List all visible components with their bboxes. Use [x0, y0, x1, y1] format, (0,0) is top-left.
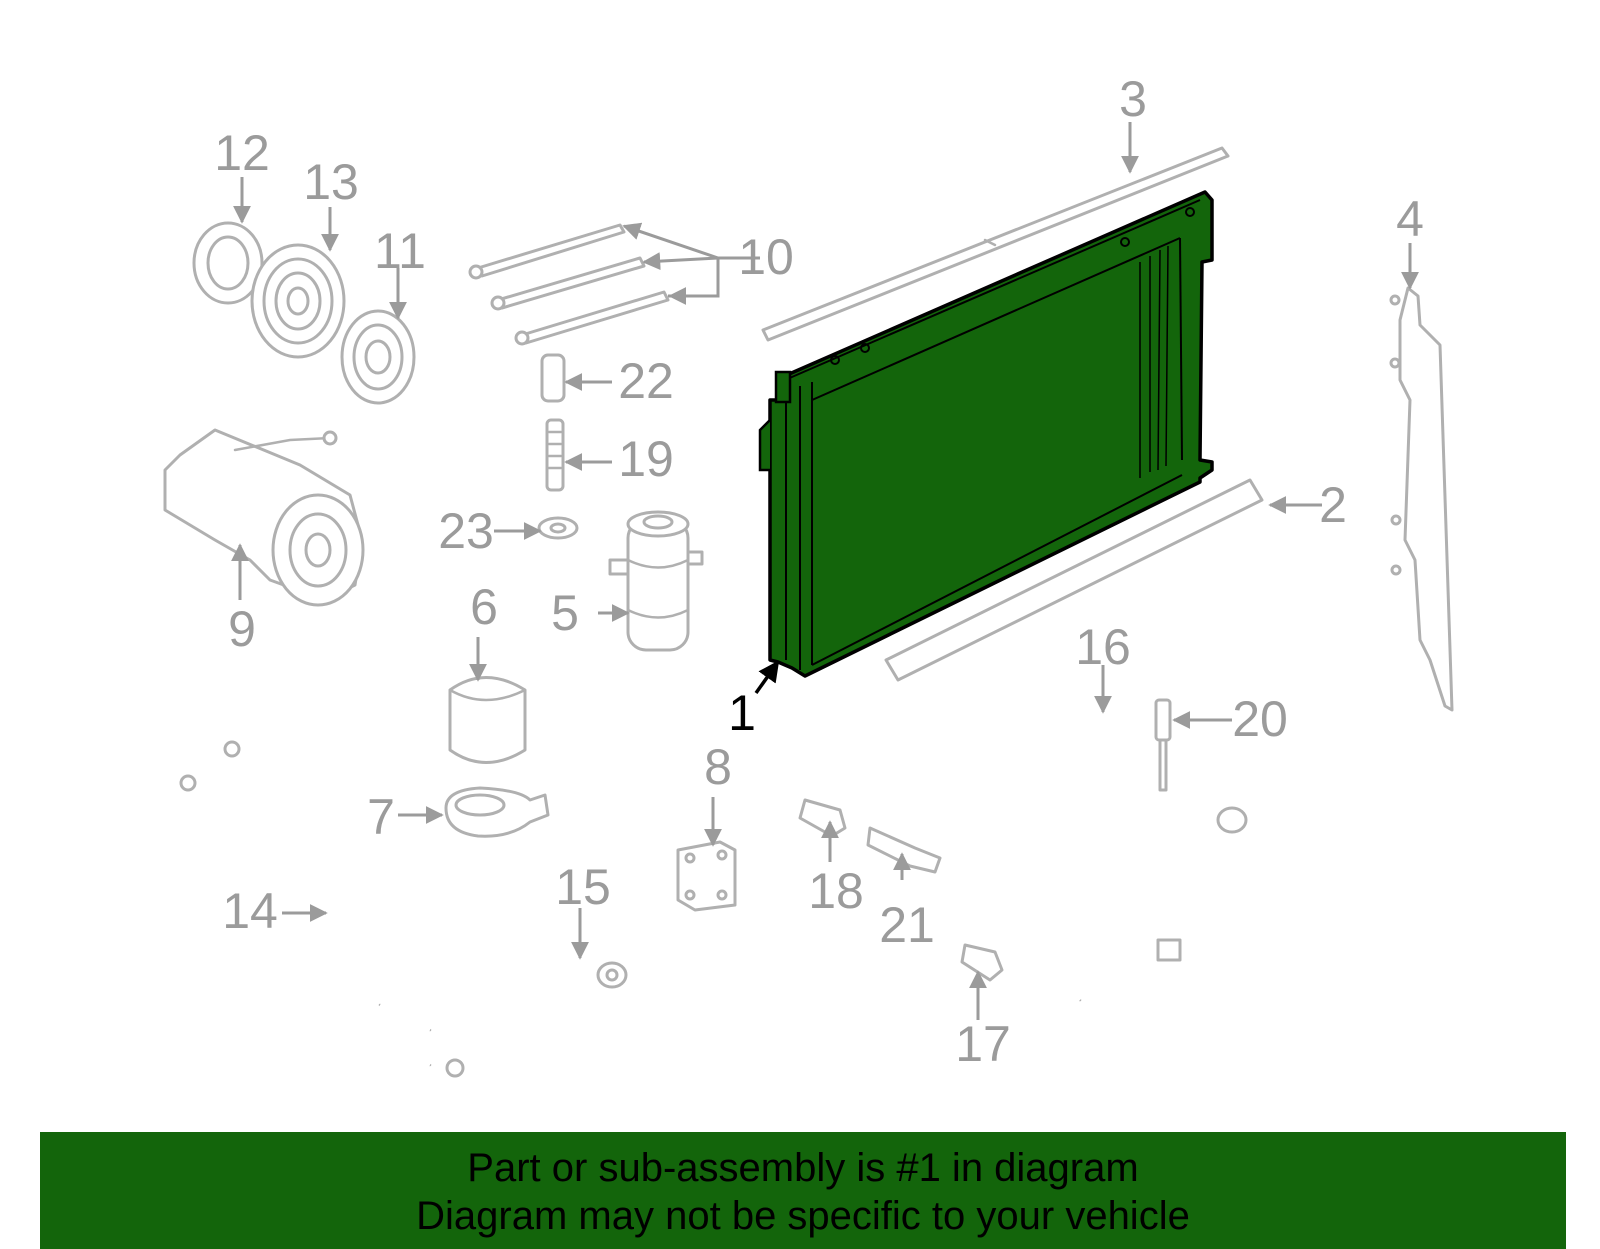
part-12-coil — [192, 221, 264, 305]
footer-line-part-note: Part or sub-assembly is #1 in diagram — [467, 1146, 1139, 1190]
part-21-sensor — [866, 826, 942, 874]
callout-1: 1 — [728, 685, 756, 741]
callout-15: 15 — [555, 859, 611, 915]
callout-10: 10 — [738, 229, 794, 285]
part-1-condenser — [758, 190, 1214, 678]
part-16-hose — [964, 708, 1248, 1003]
part-22-sleeve — [540, 353, 566, 403]
part-15-hose — [377, 955, 628, 1026]
part-17-fitting — [960, 943, 1004, 982]
callout-20: 20 — [1232, 691, 1288, 747]
callout-13: 13 — [303, 154, 359, 210]
footer-line-disclaimer: Diagram may not be specific to your vehi… — [416, 1194, 1190, 1238]
leader-lines — [231, 122, 1419, 1020]
part-6-insulator — [448, 676, 527, 764]
part-7-clamp — [444, 786, 550, 838]
part-5-receiver-drier — [608, 510, 704, 652]
part-4-side-bracket — [1389, 286, 1454, 712]
part-9-compressor — [163, 428, 365, 607]
part-10-bolts — [468, 223, 670, 346]
callout-9: 9 — [228, 601, 256, 657]
callout-22: 22 — [618, 353, 674, 409]
part-19-stud — [545, 418, 565, 492]
callout-19: 19 — [618, 431, 674, 487]
part-8-bracket — [676, 840, 737, 912]
part-3-upper-seal — [761, 146, 1230, 342]
part-23-washer — [537, 516, 579, 540]
callout-5: 5 — [551, 585, 579, 641]
part-13-pulley — [250, 243, 346, 359]
callout-18: 18 — [808, 863, 864, 919]
callout-14: 14 — [222, 883, 278, 939]
footer-banner: Part or sub-assembly is #1 in diagram Di… — [40, 1132, 1566, 1249]
part-20-valve — [1154, 698, 1172, 792]
callout-12: 12 — [214, 125, 270, 181]
part-18-switch — [798, 798, 847, 838]
callout-3: 3 — [1119, 71, 1147, 127]
callout-6: 6 — [470, 579, 498, 635]
callout-8: 8 — [704, 739, 732, 795]
callout-17: 17 — [955, 1016, 1011, 1072]
callout-7: 7 — [367, 789, 395, 845]
part-2-lower-seal — [884, 478, 1264, 682]
part-11-clutch-plate — [340, 309, 416, 405]
callout-16: 16 — [1075, 619, 1131, 675]
callout-23: 23 — [438, 503, 494, 559]
callout-21: 21 — [879, 897, 935, 953]
callout-11: 11 — [374, 223, 426, 279]
callout-4: 4 — [1396, 191, 1424, 247]
callout-2: 2 — [1319, 477, 1347, 533]
callout-labels: 1 2 3 4 5 6 7 8 9 10 11 12 13 14 15 16 1… — [214, 71, 1424, 1072]
